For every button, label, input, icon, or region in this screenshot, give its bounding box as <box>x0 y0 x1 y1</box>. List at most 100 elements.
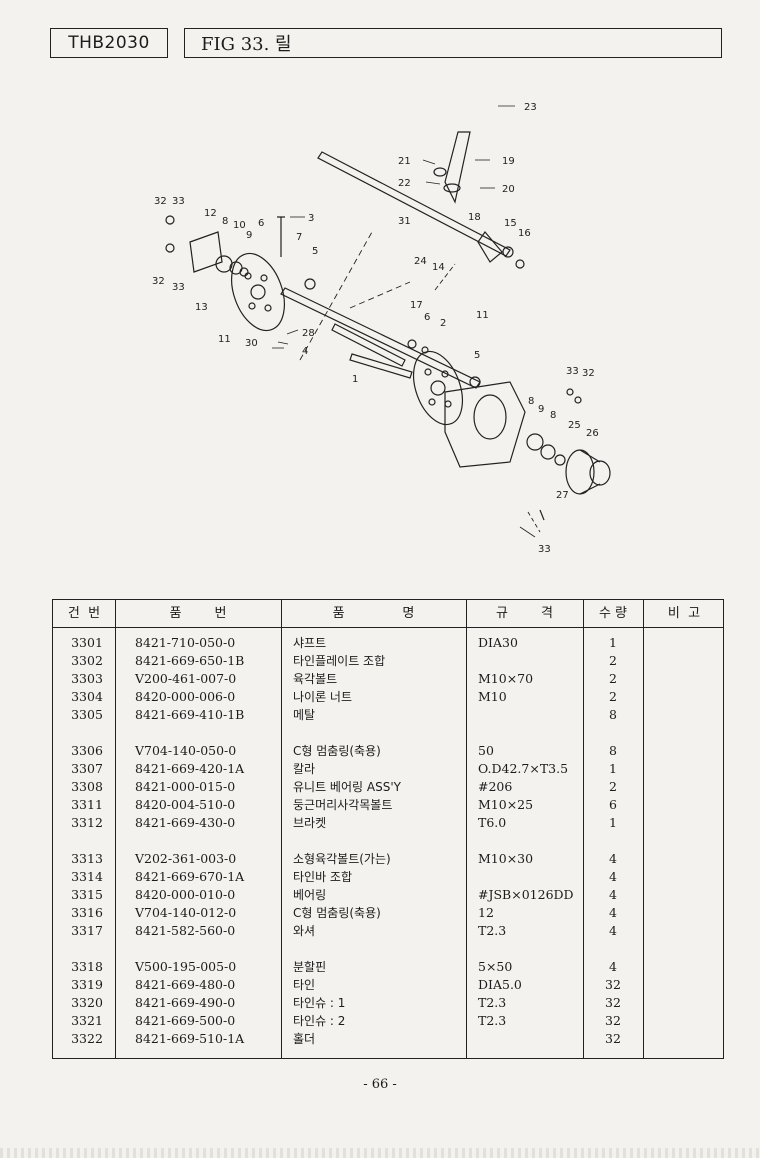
label-26: 26 <box>586 428 599 439</box>
part-name-cell: 샤프트 <box>293 636 327 650</box>
part-name-cell: 타인 <box>293 978 316 992</box>
label-23: 23 <box>524 102 537 113</box>
part-no-cell: V500-195-005-0 <box>135 959 237 974</box>
figure-title: FIG 33. 릴 <box>201 34 292 55</box>
table-row: 3303 V200-461-007-0 육각볼트 M10×70 2 <box>53 670 723 688</box>
label-16: 16 <box>518 228 531 239</box>
label-32: 32 <box>154 196 167 207</box>
spec-cell: 5×50 <box>478 959 513 974</box>
item-no-cell: 3306 <box>71 743 103 758</box>
qty-cell: 2 <box>609 653 617 668</box>
qty-cell: 1 <box>609 761 617 776</box>
part-no-cell: 8421-582-560-0 <box>135 923 236 938</box>
item-no-cell: 3313 <box>71 851 103 866</box>
item-no-cell: 3321 <box>71 1013 103 1028</box>
item-no-cell: 3322 <box>71 1031 103 1046</box>
tine-plate-left <box>231 252 285 332</box>
part-name-cell: 타인슈 : 1 <box>293 996 346 1010</box>
label-5-b: 5 <box>474 350 480 361</box>
qty-cell: 4 <box>609 887 617 902</box>
part-name-cell: 소형육각볼트(가는) <box>293 852 391 866</box>
label-1: 1 <box>352 374 358 385</box>
label-6-b: 6 <box>424 312 430 323</box>
label-32-b: 32 <box>152 276 165 287</box>
header-item-no: 건 번 <box>67 606 101 621</box>
spec-cell: #JSB×0126DD <box>478 887 574 902</box>
qty-cell: 32 <box>605 977 621 992</box>
tine-bar-upper <box>317 151 511 257</box>
label-7: 7 <box>296 232 302 243</box>
spec-cell: M10×25 <box>478 797 534 812</box>
bracket-right <box>444 381 526 468</box>
item-no-cell: 3312 <box>71 815 103 830</box>
part-name-cell: 와셔 <box>293 924 316 938</box>
main-shaft <box>280 287 481 389</box>
bracket-left <box>189 231 223 273</box>
tine-plate-right <box>412 350 464 426</box>
label-33-d: 33 <box>538 544 551 555</box>
label-25: 25 <box>568 420 581 431</box>
label-17: 17 <box>410 300 423 311</box>
label-28: 28 <box>302 328 315 339</box>
part-name-cell: 메탈 <box>293 708 316 722</box>
part-no-cell: 8420-000-010-0 <box>135 887 236 902</box>
exploded-reel-diagram: 23 21 19 22 20 32 33 12 8 10 9 6 3 7 5 3… <box>152 102 611 555</box>
part-no-cell: 8420-004-510-0 <box>135 797 236 812</box>
item-no-cell: 3316 <box>71 905 103 920</box>
item-no-cell: 3301 <box>71 635 103 650</box>
label-6: 6 <box>258 218 264 229</box>
model-number-box: THB2030 <box>50 28 168 58</box>
item-no-cell: 3317 <box>71 923 103 938</box>
part-name-cell: 둥근머리사각목볼트 <box>293 798 393 812</box>
qty-cell: 4 <box>609 905 617 920</box>
header-spec: 규 격 <box>496 606 553 621</box>
tine-shoe <box>477 231 503 263</box>
header-part-name: 품 명 <box>332 606 415 621</box>
label-8-b: 8 <box>528 396 534 407</box>
part-no-cell: 8421-669-500-0 <box>135 1013 236 1028</box>
qty-cell: 4 <box>609 923 617 938</box>
part-no-cell: 8421-000-015-0 <box>135 779 236 794</box>
item-no-cell: 3318 <box>71 959 103 974</box>
spec-cell: O.D42.7×T3.5 <box>478 761 569 776</box>
part-no-cell: 8421-669-490-0 <box>135 995 236 1010</box>
item-no-cell: 3320 <box>71 995 103 1010</box>
label-9: 9 <box>246 230 252 241</box>
header-part-no: 품 번 <box>169 606 227 621</box>
part-no-cell: 8421-669-430-0 <box>135 815 236 830</box>
label-33: 33 <box>172 196 185 207</box>
label-18: 18 <box>468 212 481 223</box>
item-no-cell: 3303 <box>71 671 103 686</box>
part-name-cell: 타인슈 : 2 <box>293 1014 346 1028</box>
label-27: 27 <box>556 490 569 501</box>
qty-cell: 4 <box>609 959 617 974</box>
label-10: 10 <box>233 220 246 231</box>
qty-cell: 2 <box>609 671 617 686</box>
spec-cell: M10×70 <box>478 671 534 686</box>
qty-cell: 6 <box>609 797 617 812</box>
part-name-cell: C형 멈춤링(축용) <box>293 906 381 920</box>
label-8: 8 <box>222 216 228 227</box>
item-no-cell: 3302 <box>71 653 103 668</box>
part-name-cell: 나이론 너트 <box>293 690 353 704</box>
spec-cell: T2.3 <box>478 995 507 1010</box>
label-22: 22 <box>398 178 411 189</box>
part-name-cell: 육각볼트 <box>293 672 338 686</box>
header-remarks: 비 고 <box>667 606 701 621</box>
label-8-c: 8 <box>550 410 556 421</box>
part-name-cell: C형 멈춤링(축용) <box>293 744 381 758</box>
qty-cell: 2 <box>609 689 617 704</box>
part-no-cell: V200-461-007-0 <box>135 671 237 686</box>
